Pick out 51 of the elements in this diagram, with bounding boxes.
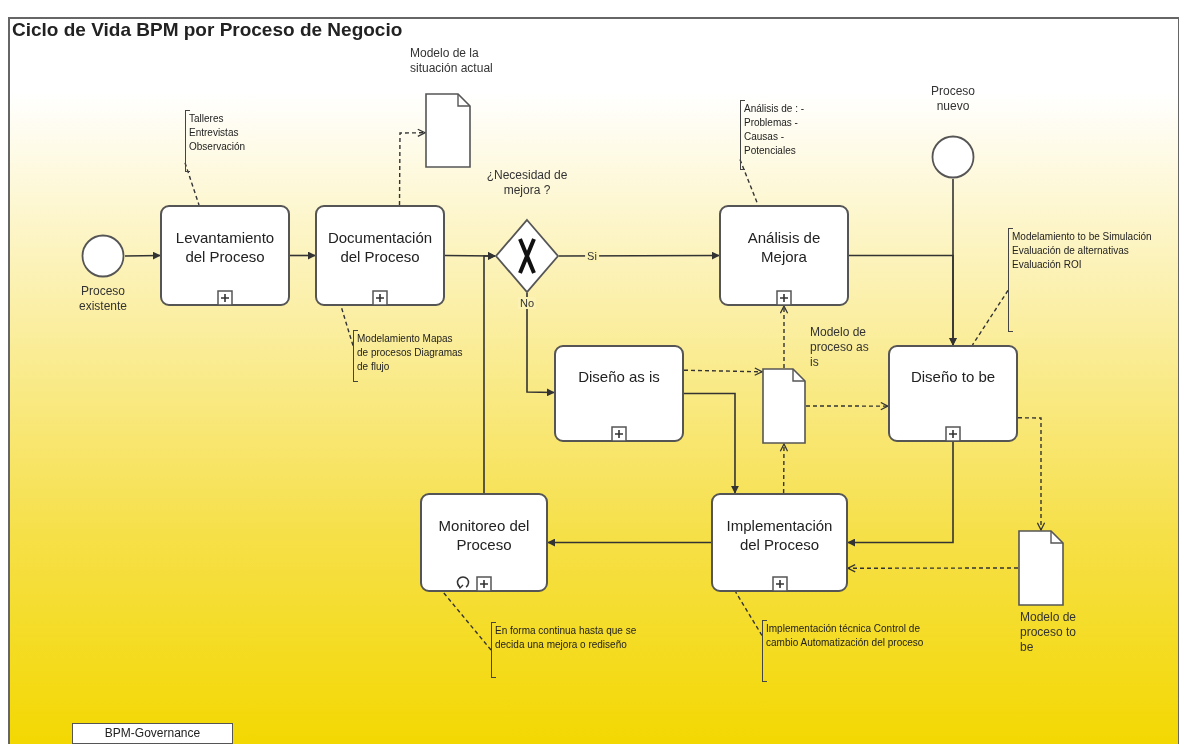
label-box: BPM-Governance [72,723,233,744]
annotation-note: Análisis de : - Problemas - Causas - Potenciales [740,100,830,170]
task-label: Documentación del Proceso [326,228,434,267]
leader-line [184,162,200,206]
arrow [526,292,555,397]
document-label: Modelo de la situación actual [410,46,494,76]
task-box [160,205,290,306]
arrow [949,178,957,346]
task-label: Análisis de Mejora [746,228,822,267]
task-box [554,345,684,442]
arrow [558,251,720,260]
diagram-title: Ciclo de Vida BPM por Proceso de Negocio [12,19,403,41]
arrow [683,392,739,494]
annotation-note: En forma continua hasta que se decida una mejora o rediseño [491,622,641,678]
event-label: Proceso existente [78,284,128,314]
arrow [124,251,161,260]
arrow [779,305,789,369]
annotation-note: Talleres Entrevistas Observación [185,110,275,172]
arrow [1017,417,1046,531]
arrow [779,443,789,494]
document-label: Modelo de proceso to be [1020,610,1078,655]
task-box [315,205,445,306]
task-box [888,345,1018,442]
arrow [289,251,316,260]
document-label: Modelo de proceso as is [810,325,870,370]
arrow [398,128,426,206]
leader-line [971,289,1009,346]
leader-line [734,591,763,637]
edge-label: Si [585,250,599,262]
annotation-note: Implementación técnica Control de cambio Automatización del proceso [762,620,927,682]
arrow [683,367,763,376]
arrow [483,252,496,494]
task-label: Levantamiento del Proceso [174,228,276,267]
task-label: Implementación del Proceso [725,515,834,554]
arrow [847,564,1019,573]
arrow [805,401,889,411]
task-label: Monitoreo del Proceso [437,515,531,554]
task-box [711,493,848,592]
task-label: Diseño as is [577,367,661,387]
annotation-note: Modelamiento to be Simulación Evaluación de alternativas Evaluación ROI [1008,228,1170,332]
event-label: Proceso nuevo [930,84,976,114]
task-box [420,493,548,592]
task-box [719,205,849,306]
edge-label: No [517,297,537,309]
task-label: Diseño to be [909,367,997,387]
leader-line [442,591,492,651]
annotation-note: Modelamiento Mapas de procesos Diagramas de flujo [353,330,463,382]
arrow [847,441,954,547]
gateway-label: ¿Necesidad de mejora ? [485,168,569,198]
leader-line [340,305,354,347]
arrow [547,538,712,547]
